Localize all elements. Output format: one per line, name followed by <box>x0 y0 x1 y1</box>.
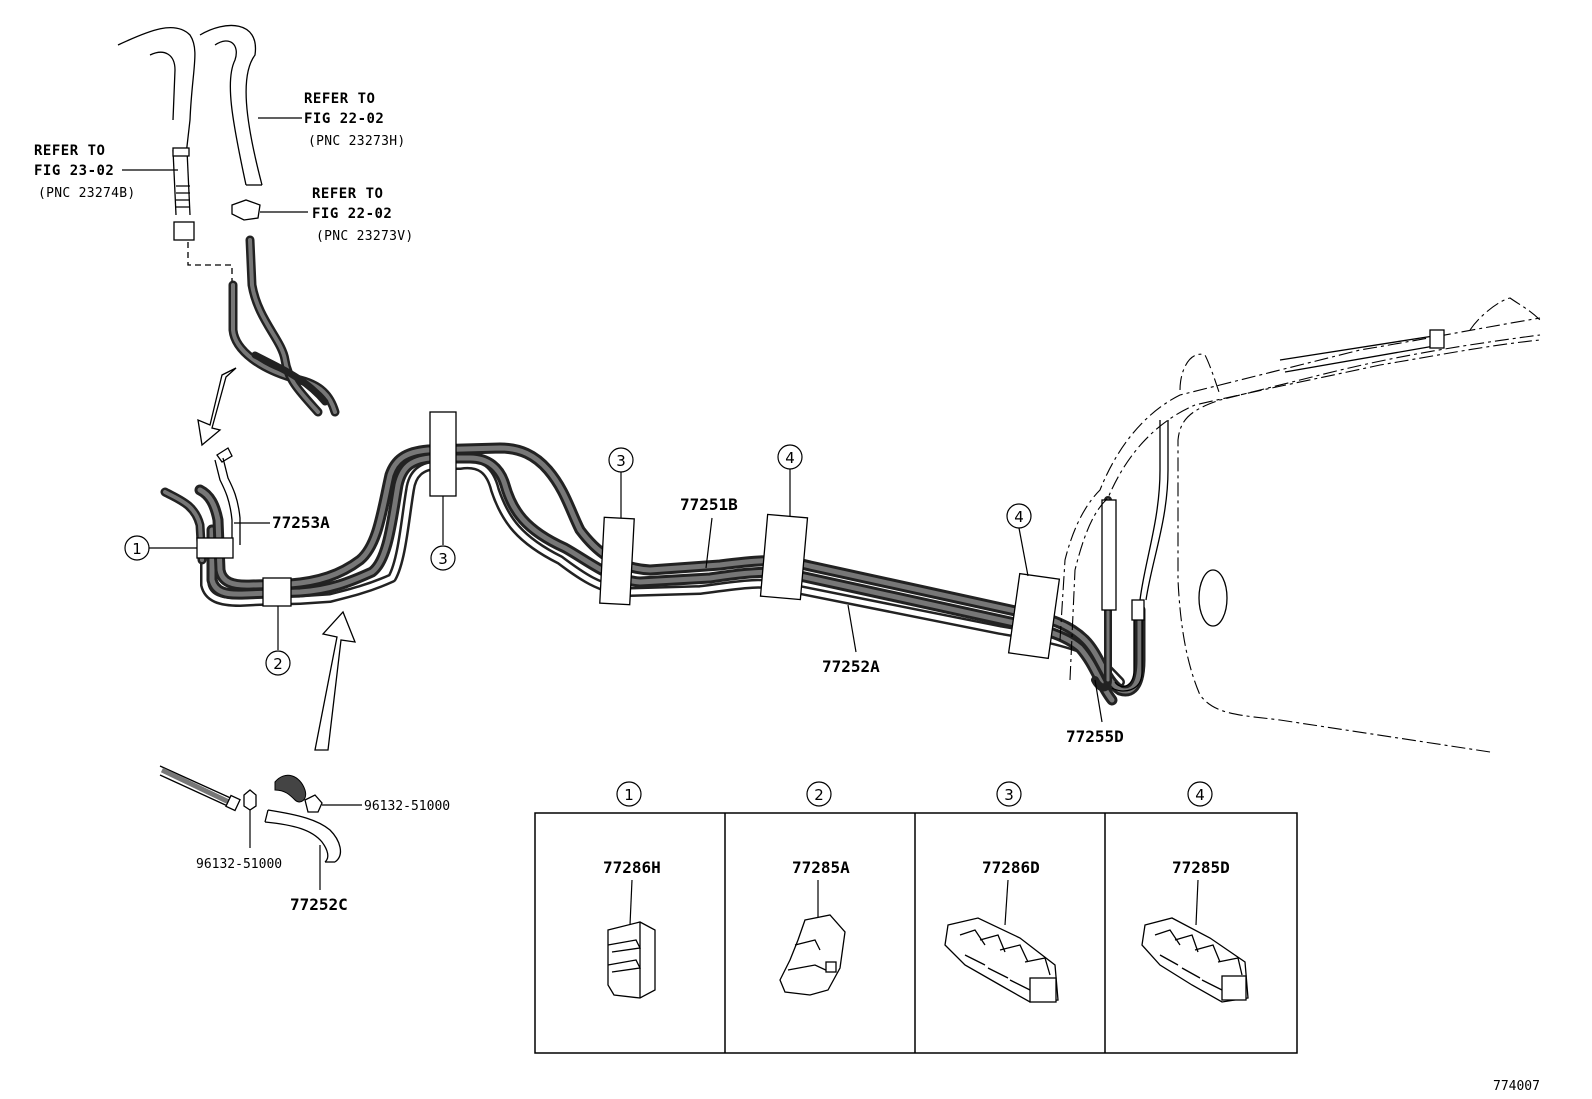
callout-3b: 3 <box>608 447 634 518</box>
part-label-77252A: 77252A <box>822 604 880 676</box>
svg-text:96132-51000: 96132-51000 <box>364 799 450 814</box>
callout-4b: 4 <box>1006 503 1032 577</box>
svg-text:77286H: 77286H <box>603 858 661 877</box>
svg-text:3: 3 <box>1004 786 1014 804</box>
clamps-on-bundle <box>196 411 1061 660</box>
svg-text:2: 2 <box>814 786 824 804</box>
clip-77286D-illustration <box>944 917 1059 1003</box>
clamp-2 <box>262 577 292 607</box>
clip-77286H-illustration <box>607 921 656 999</box>
clamp-legend-table: 1 77286H 2 77285A <box>534 781 1298 1054</box>
filler-hose-group <box>117 24 340 417</box>
illustration-code: 774007 <box>1493 1079 1540 1094</box>
legend-col-1: 1 77286H <box>603 781 661 999</box>
svg-text:(PNC 23273V): (PNC 23273V) <box>316 229 414 244</box>
callout-3a: 3 <box>430 496 456 571</box>
legend-col-3: 3 77286D <box>944 781 1059 1003</box>
legend-col-2: 2 77285A <box>779 781 850 996</box>
clamp-3-right <box>599 516 635 606</box>
svg-text:77255D: 77255D <box>1066 727 1124 746</box>
part-label-77251B: 77251B <box>680 495 738 569</box>
main-fuel-line-bundle <box>160 420 1169 706</box>
clamp-4-left <box>759 513 809 601</box>
svg-text:1: 1 <box>132 540 142 558</box>
legend-col-4: 4 77285D <box>1141 781 1249 1003</box>
svg-text:FIG 22-02: FIG 22-02 <box>304 111 384 127</box>
svg-text:3: 3 <box>616 452 626 470</box>
svg-text:4: 4 <box>1195 786 1205 804</box>
svg-text:FIG 23-02: FIG 23-02 <box>34 163 114 179</box>
direction-arrow-up <box>314 610 357 751</box>
clip-77285D-illustration <box>1141 917 1249 1003</box>
part-label-77253A: 77253A <box>234 513 330 532</box>
svg-text:FIG 22-02: FIG 22-02 <box>312 206 392 222</box>
clip-77285A-illustration <box>779 914 846 996</box>
svg-text:REFER TO: REFER TO <box>304 91 375 107</box>
svg-text:REFER TO: REFER TO <box>34 143 105 159</box>
svg-text:96132-51000: 96132-51000 <box>196 857 282 872</box>
reference-label-b: REFER TO FIG 22-02 (PNC 23273H) <box>258 91 406 149</box>
svg-text:77252A: 77252A <box>822 657 880 676</box>
svg-text:77286D: 77286D <box>982 858 1040 877</box>
reference-label-c: REFER TO FIG 22-02 (PNC 23273V) <box>260 186 414 244</box>
svg-text:4: 4 <box>785 449 795 467</box>
reference-label-a: REFER TO FIG 23-02 (PNC 23274B) <box>34 143 178 201</box>
svg-text:3: 3 <box>438 550 448 568</box>
svg-text:77252C: 77252C <box>290 895 348 914</box>
clamp-4-right <box>1007 572 1061 660</box>
svg-text:77285D: 77285D <box>1172 858 1230 877</box>
hose-detail-group: 96132-51000 96132-51000 77252C <box>159 765 450 914</box>
svg-text:REFER TO: REFER TO <box>312 186 383 202</box>
svg-text:(PNC 23273H): (PNC 23273H) <box>308 134 406 149</box>
svg-text:2: 2 <box>273 655 283 673</box>
direction-arrow-down <box>197 367 237 447</box>
clamp-3-left <box>429 411 457 497</box>
callout-2: 2 <box>265 606 291 676</box>
fuel-tank-outline <box>1059 297 1541 753</box>
svg-text:77253A: 77253A <box>272 513 330 532</box>
svg-text:77251B: 77251B <box>680 495 738 514</box>
svg-text:77285A: 77285A <box>792 858 850 877</box>
clamp-1 <box>196 537 234 559</box>
callout-4a: 4 <box>777 444 803 516</box>
svg-text:(PNC 23274B): (PNC 23274B) <box>38 186 136 201</box>
part-label-77255D: 77255D <box>1066 679 1124 746</box>
svg-text:1: 1 <box>624 786 634 804</box>
callout-1: 1 <box>124 535 197 561</box>
svg-text:4: 4 <box>1014 508 1024 526</box>
